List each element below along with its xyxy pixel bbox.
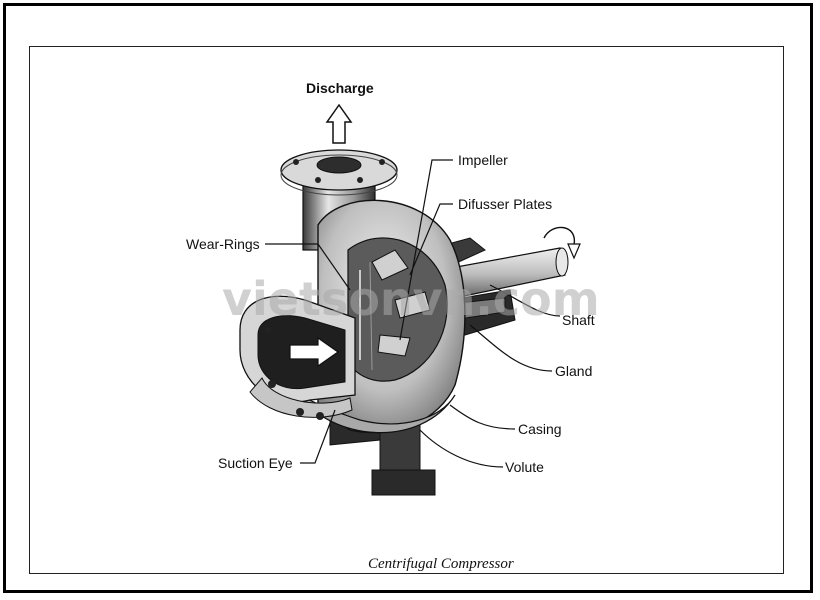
figure-border [29, 46, 784, 574]
figure-caption: Centrifugal Compressor [368, 556, 514, 572]
label-shaft: Shaft [562, 312, 595, 328]
label-discharge: Discharge [306, 80, 374, 96]
rotation-arrow [543, 226, 581, 260]
watermark: vietsonvn.com [222, 272, 600, 326]
label-diffuser-plates: Difusser Plates [458, 196, 552, 212]
label-impeller: Impeller [458, 152, 508, 168]
suction-arrow [289, 336, 340, 368]
label-casing: Casing [518, 421, 562, 437]
impeller [347, 237, 448, 382]
leader-lines [265, 159, 561, 468]
discharge-arrow [325, 103, 353, 144]
label-suction-eye: Suction Eye [218, 455, 293, 471]
label-gland: Gland [555, 363, 592, 379]
label-wear-rings: Wear-Rings [186, 236, 260, 252]
label-volute: Volute [505, 459, 544, 475]
